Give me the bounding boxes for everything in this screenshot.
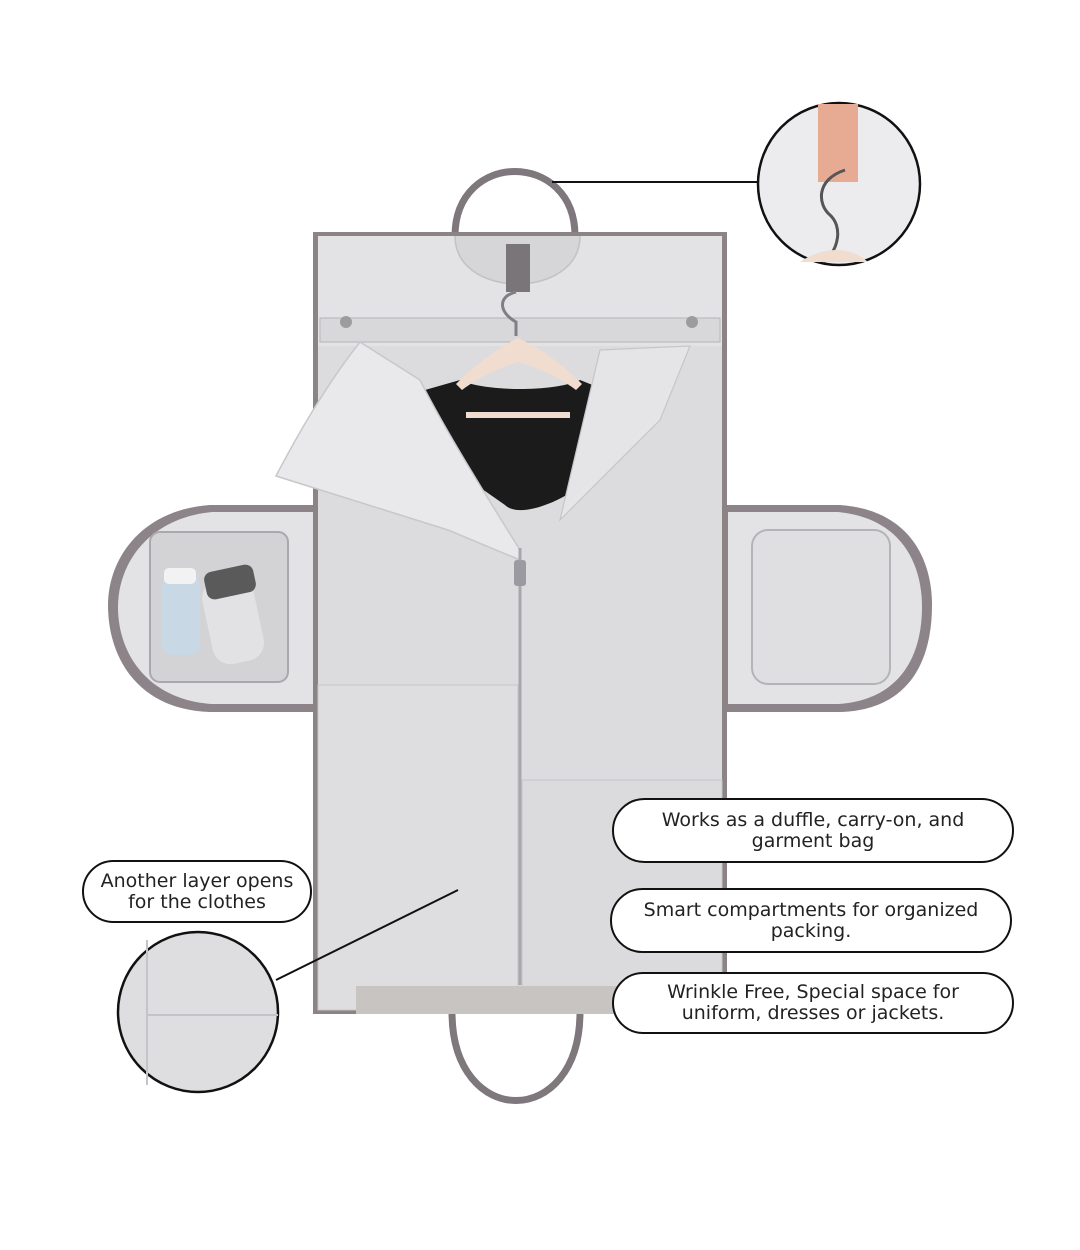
hanger (456, 338, 582, 390)
right-side-pocket (726, 505, 932, 712)
callout-another-layer: Another layer opens for the clothes (82, 860, 312, 923)
callout-wrinkle-free: Wrinkle Free, Special space for uniform,… (612, 972, 1014, 1034)
callout-line: Works as a duffle, carry-on, and (661, 808, 965, 831)
callout-line: Another layer opens (100, 869, 294, 892)
top-handle (451, 168, 579, 240)
snap-button-right (686, 316, 698, 328)
callout-line: uniform, dresses or jackets. (681, 1002, 945, 1024)
callout-line: packing. (770, 919, 852, 942)
callout-duffle: Works as a duffle, carry-on, and garment… (612, 798, 1014, 863)
callout-compartments: Smart compartments for organized packing… (610, 888, 1012, 953)
hanger-hook-detail (756, 101, 922, 267)
left-side-pocket (108, 505, 318, 712)
callout-line: Wrinkle Free, Special space for (667, 981, 959, 1003)
strap-tag (818, 104, 858, 182)
callout-line: Smart compartments for organized (643, 898, 979, 921)
front-flap-open (274, 341, 521, 562)
bottle-icon (162, 575, 200, 655)
callout-line: garment bag (751, 829, 875, 852)
inner-layer-detail (116, 930, 280, 1094)
callout-line: for the clothes (128, 890, 266, 913)
bottom-strap (356, 986, 626, 1014)
bottom-handle (448, 1008, 584, 1104)
hanger-strap (506, 244, 530, 292)
snap-button-left (340, 316, 352, 328)
